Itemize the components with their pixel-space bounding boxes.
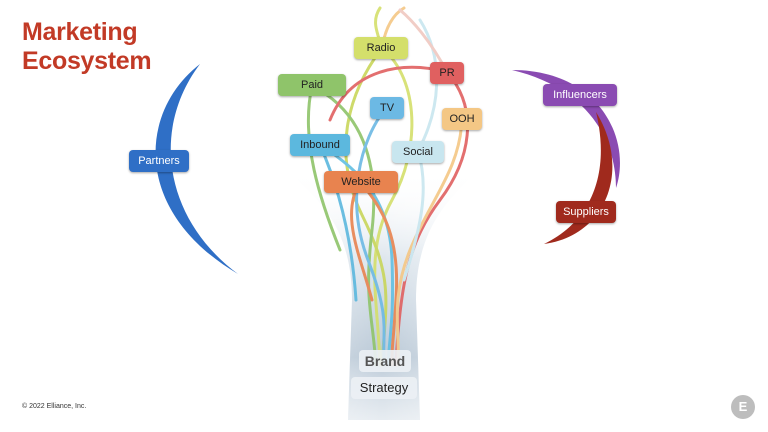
- stream-social-2: [416, 18, 439, 153]
- node-inbound: Inbound: [290, 134, 350, 156]
- stream-radio-2: [344, 46, 388, 367]
- copyright-text: © 2022 Elliance, Inc.: [22, 403, 87, 410]
- node-tv: TV: [370, 97, 404, 119]
- page-title: Marketing Ecosystem: [22, 18, 152, 76]
- node-social: Social: [392, 141, 444, 163]
- stream-website-2: [350, 180, 374, 302]
- stream-radio: [373, 46, 414, 367]
- node-partners: Partners: [129, 150, 189, 172]
- stream-tv: [355, 106, 388, 367]
- title-line-1: Marketing: [22, 18, 138, 46]
- stream-inbound: [318, 143, 358, 302]
- node-influencers: Influencers: [543, 84, 617, 106]
- logo-badge-icon: E: [731, 395, 755, 419]
- node-pr: PR: [430, 62, 464, 84]
- node-ooh: OOH: [442, 108, 482, 130]
- strategy-label: Strategy: [351, 377, 417, 399]
- stream-paid-2: [306, 84, 342, 252]
- node-suppliers: Suppliers: [556, 201, 616, 223]
- suppliers-arc: [544, 112, 613, 244]
- brand-label: Brand: [359, 350, 411, 372]
- node-website: Website: [324, 171, 398, 193]
- stream-social: [402, 149, 425, 282]
- node-radio: Radio: [354, 37, 408, 59]
- title-line-2: Ecosystem: [22, 47, 152, 75]
- stream-ooh: [395, 117, 464, 367]
- stream-inbound-2: [318, 143, 395, 367]
- node-paid: Paid: [278, 74, 346, 96]
- stream-paid: [310, 84, 378, 367]
